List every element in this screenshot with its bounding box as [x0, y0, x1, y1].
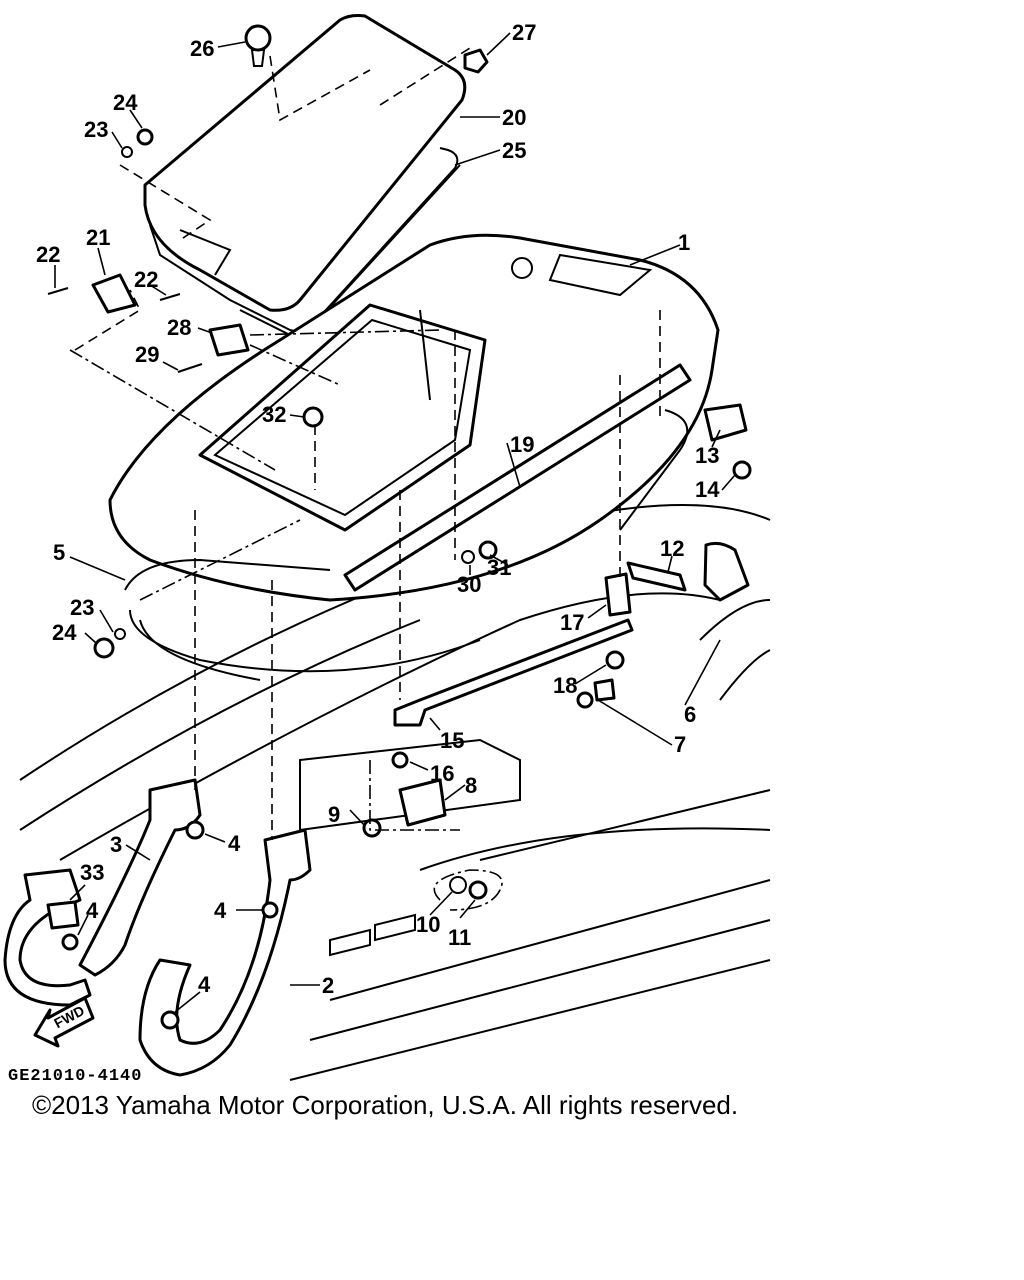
- callout-24b: 24: [52, 620, 77, 645]
- gunwale-seal: [124, 558, 331, 591]
- callout-19: 19: [510, 432, 534, 457]
- callout-29: 29: [135, 342, 159, 367]
- callout-23b: 23: [70, 595, 94, 620]
- callout-11: 11: [448, 925, 471, 950]
- callout-1: 1: [678, 230, 690, 255]
- callout-22b: 22: [134, 267, 158, 292]
- callout-5: 5: [53, 540, 65, 565]
- callout-20: 20: [502, 105, 526, 130]
- callout-2: 2: [322, 973, 334, 998]
- callout-26: 26: [190, 36, 214, 61]
- callout-4b: 4: [214, 898, 227, 923]
- callout-labels: 1 2 3 4 4 4 4 5 6 7 8 9 10 11 12 13 14 1…: [36, 20, 720, 998]
- copyright-notice: ©2013 Yamaha Motor Corporation, U.S.A. A…: [32, 1090, 739, 1120]
- callout-4d: 4: [86, 898, 99, 923]
- callout-4c: 4: [198, 972, 211, 997]
- callout-28: 28: [167, 315, 191, 340]
- callout-18: 18: [553, 673, 577, 698]
- callout-12: 12: [660, 536, 684, 561]
- callout-30: 30: [457, 572, 481, 597]
- callout-4a: 4: [228, 831, 241, 856]
- callout-17: 17: [560, 610, 584, 635]
- callout-31: 31: [487, 555, 511, 580]
- callout-8: 8: [465, 773, 477, 798]
- callout-23a: 23: [84, 117, 108, 142]
- drawing-code: GE21010-4140: [8, 1067, 142, 1086]
- callout-32: 32: [262, 402, 286, 427]
- callout-21: 21: [86, 225, 110, 250]
- leader-lines: [54, 32, 736, 1013]
- callout-15: 15: [440, 728, 464, 753]
- callout-9: 9: [328, 802, 340, 827]
- tow-loop: [3, 868, 92, 1007]
- callout-6: 6: [684, 702, 696, 727]
- callout-25: 25: [502, 138, 526, 163]
- callout-10: 10: [416, 912, 440, 937]
- handle-front: [138, 828, 312, 1077]
- assembly-lines: [69, 47, 661, 840]
- callout-27: 27: [512, 20, 536, 45]
- hatch-cover: [143, 14, 467, 312]
- deck-vent: [548, 253, 653, 297]
- callout-33: 33: [80, 860, 104, 885]
- callout-3: 3: [110, 832, 122, 857]
- callout-7: 7: [674, 732, 686, 757]
- storage-opening: [198, 303, 487, 532]
- handle-rear: [78, 778, 202, 977]
- callout-22a: 22: [36, 242, 60, 267]
- hardware: [46, 24, 752, 1030]
- callout-24a: 24: [113, 90, 138, 115]
- callout-14: 14: [695, 477, 720, 502]
- callout-13: 13: [695, 443, 719, 468]
- callout-16: 16: [430, 761, 454, 786]
- exploded-parts-diagram: FWD: [3, 14, 771, 1086]
